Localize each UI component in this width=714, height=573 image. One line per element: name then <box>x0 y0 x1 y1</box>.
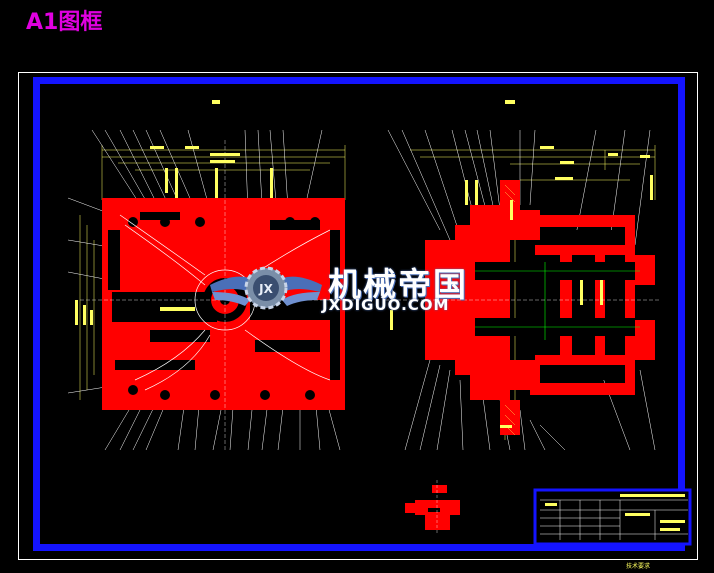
left-note-text-mark <box>160 307 195 311</box>
winged-gear-logo-icon: JX <box>210 266 322 310</box>
watermark-chinese: 机械帝国 <box>328 265 468 304</box>
right-cutouts <box>475 230 635 380</box>
drawing-border-blue <box>33 77 685 551</box>
right-axis-lines <box>475 262 640 340</box>
watermark-url: JXDIGUO.COM <box>322 296 450 314</box>
technical-requirements-label: 技术要求 <box>626 563 651 570</box>
left-dim-texts <box>75 146 273 325</box>
left-view <box>67 100 360 451</box>
logo-text: JX <box>258 282 273 296</box>
detail-view <box>405 480 460 535</box>
left-dimension-lines <box>79 145 346 400</box>
right-view <box>385 100 660 451</box>
title-block <box>533 488 692 546</box>
drawing-border-outer <box>18 72 698 560</box>
left-cutouts <box>108 212 340 400</box>
page-title: A1图框 <box>26 10 103 35</box>
right-dim-texts <box>390 146 653 428</box>
